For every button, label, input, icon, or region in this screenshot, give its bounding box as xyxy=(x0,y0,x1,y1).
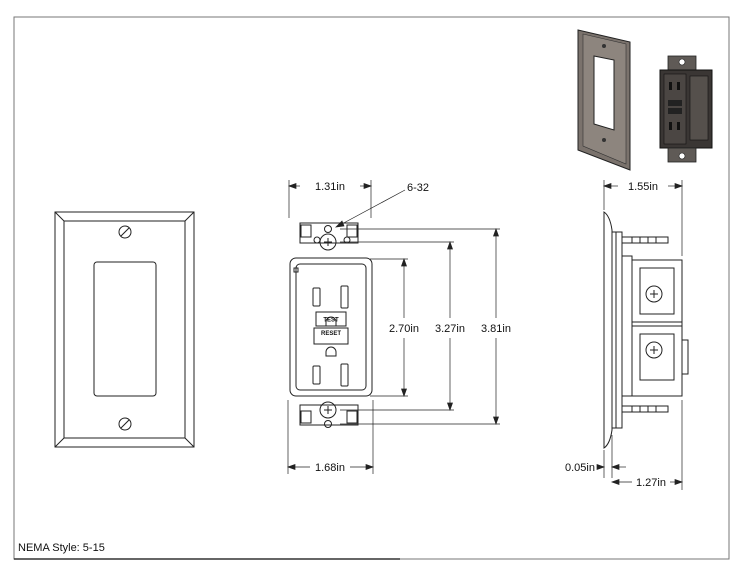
test-button-label: TEST xyxy=(323,318,339,324)
dim-side-depth-body: 1.27in xyxy=(636,477,666,489)
dim-body-height: 2.70in xyxy=(389,323,419,335)
dim-plate-thickness: 0.05in xyxy=(565,462,595,474)
plate-screw-top xyxy=(118,225,132,239)
plate-screw-bottom xyxy=(118,417,132,431)
wall-plate-3d-preview xyxy=(577,29,631,171)
dim-overall-height: 3.81in xyxy=(481,323,511,335)
dim-side-depth-total: 1.55in xyxy=(628,181,658,193)
wall-plate-front-view xyxy=(54,211,195,448)
dim-screw-spacing: 3.27in xyxy=(435,323,465,335)
dim-body-width: 1.68in xyxy=(315,462,345,474)
receptacle-side-view xyxy=(603,211,689,449)
nema-style-label: NEMA Style: 5-15 xyxy=(18,542,105,554)
receptacle-front-view xyxy=(289,222,373,428)
side-dimension-lines xyxy=(596,180,684,490)
reset-button-label: RESET xyxy=(321,331,341,337)
receptacle-3d-preview xyxy=(659,55,713,163)
dim-screw-size: 6-32 xyxy=(407,182,429,194)
front-dimension-lines xyxy=(286,180,500,474)
dim-front-width: 1.31in xyxy=(315,181,345,193)
